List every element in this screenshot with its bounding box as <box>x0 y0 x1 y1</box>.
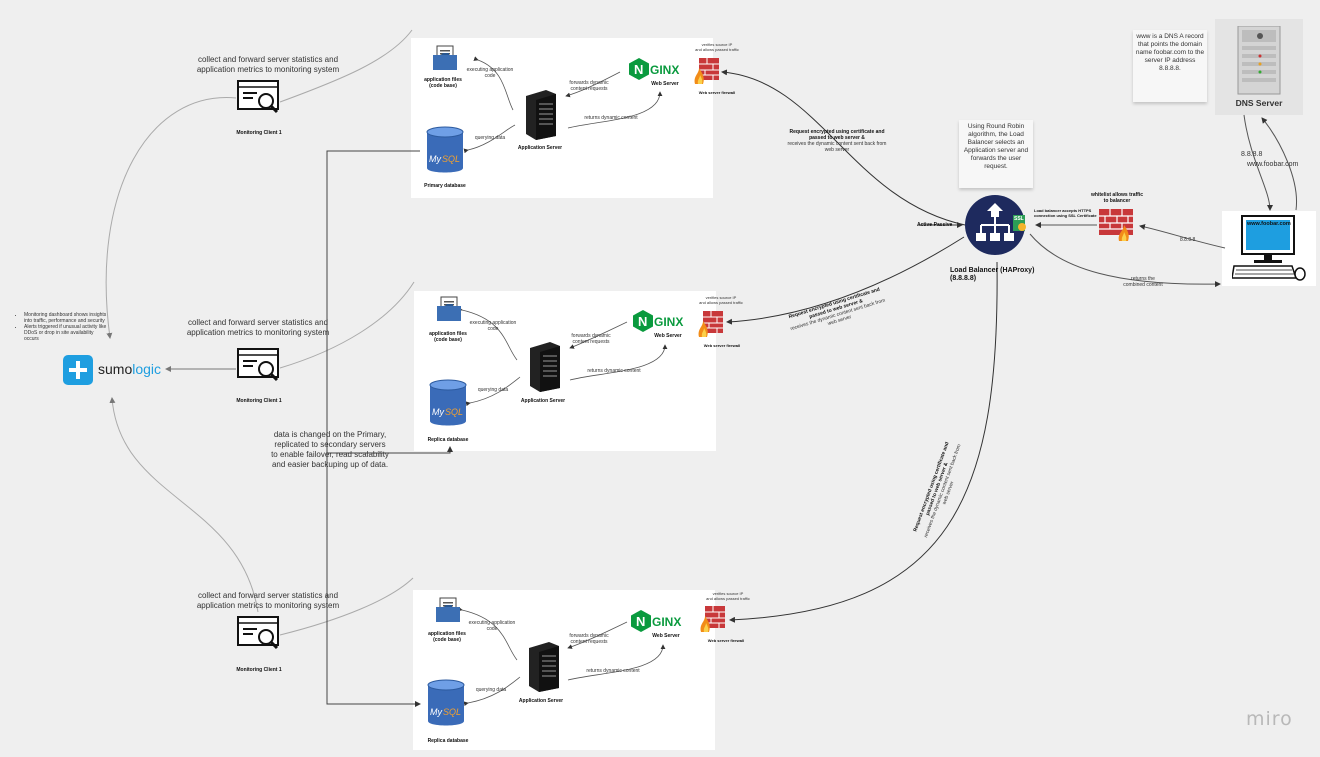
firewall-label: Web server firewall <box>707 638 745 643</box>
monitoring-client-label: Monitoring Client 1 <box>236 130 282 136</box>
server-block-2-panel <box>414 291 716 451</box>
dns-domain-label: www.foobar.com <box>1247 161 1299 168</box>
svg-text:My: My <box>430 707 442 717</box>
dns-note: www is a DNS A record that points the do… <box>1133 30 1207 102</box>
svg-text:N: N <box>634 62 643 77</box>
active-passive-label: Active-Passive <box>917 222 953 228</box>
returns-label: returns dynamic content <box>587 368 641 374</box>
application-files-icon <box>436 597 462 628</box>
nginx-logo-icon: N GINX <box>628 57 692 86</box>
firewall-icon <box>697 309 725 344</box>
collect-text-3: collect and forward server statistics an… <box>196 591 340 610</box>
load-balancer-icon <box>965 195 1027 262</box>
svg-text:GINX: GINX <box>650 63 679 77</box>
firewall-icon <box>699 604 727 639</box>
application-server-icon <box>526 340 562 397</box>
svg-text:My: My <box>432 407 444 417</box>
svg-text:SQL: SQL <box>442 154 460 164</box>
load-balancer-title: Load Balancer (HAProxy)(8.8.8.8) <box>950 267 1035 282</box>
app-server-label: Application Server <box>520 398 566 404</box>
monitoring-client-icon <box>237 79 281 134</box>
collect-text-1: collect and forward server statistics an… <box>196 55 340 74</box>
svg-text:N: N <box>636 614 645 629</box>
monitoring-client-label: Monitoring Client 1 <box>236 398 282 404</box>
svg-text:SQL: SQL <box>443 707 461 717</box>
web-server-label: Web Server <box>654 333 682 339</box>
application-files-icon <box>433 45 459 76</box>
monitoring-client-label: Monitoring Client 1 <box>236 667 282 673</box>
client-screen-text: www.foobar.com <box>1247 221 1291 227</box>
primary-db-label: Primary database <box>424 183 466 189</box>
sumologic-wordmark: sumologic <box>98 361 162 377</box>
svg-text:SQL: SQL <box>445 407 463 417</box>
app-server-label: Application Server <box>518 698 564 704</box>
round-robin-note: Using Round Robin algorithm, the Load Ba… <box>959 120 1033 188</box>
dns-ip-label: 8.8.8.8 <box>1241 151 1263 158</box>
dns-server-label: DNS Server <box>1235 98 1283 108</box>
sumologic-logo-icon <box>63 355 93 390</box>
firewall-label: Web server firewall <box>703 343 741 348</box>
app-files-label: application files(code base) <box>429 331 467 343</box>
querying-label: querying data <box>474 135 506 141</box>
ssl-badge: SSL <box>1014 216 1024 222</box>
miro-watermark: miro <box>1246 708 1293 730</box>
svg-text:GINX: GINX <box>654 315 683 329</box>
nginx-logo-icon: N GINX <box>632 309 696 338</box>
collect-text-2: collect and forward server statistics an… <box>186 318 330 337</box>
whitelist-firewall-icon <box>1097 207 1137 248</box>
svg-text:My: My <box>429 154 441 164</box>
app-server-label: Application Server <box>517 145 563 151</box>
svg-text:N: N <box>638 314 647 329</box>
returns-label: returns dynamic content <box>586 668 640 674</box>
web-server-label: Web Server <box>652 633 680 639</box>
application-server-icon <box>522 88 558 145</box>
server-block-1-panel <box>411 38 713 198</box>
querying-label: querying data <box>475 687 507 693</box>
nginx-logo-icon: N GINX <box>630 609 694 638</box>
sumologic-note: Monitoring dashboard shows insights into… <box>24 312 108 324</box>
desktop-computer-icon <box>1231 214 1306 289</box>
replica-db-label: Replica database <box>427 738 469 744</box>
returns-label: returns dynamic content <box>584 115 638 121</box>
app-files-label: application files(code base) <box>424 77 462 89</box>
app-files-label: application files(code base) <box>428 631 466 643</box>
application-files-icon <box>437 296 463 327</box>
firewall-label: Web server firewall <box>698 90 736 95</box>
svg-text:GINX: GINX <box>652 615 681 629</box>
sumologic-notes: Monitoring dashboard shows insights into… <box>16 312 108 342</box>
monitoring-client-icon <box>237 615 281 670</box>
replica-db-label: Replica database <box>427 437 469 443</box>
dns-server-icon <box>1236 25 1282 101</box>
firewall-icon <box>693 56 721 91</box>
ip-edge-label: 8.8.8.8 <box>1180 237 1196 243</box>
replication-note: data is changed on the Primary,replicate… <box>271 430 389 469</box>
web-server-label: Web Server <box>651 81 679 87</box>
querying-label: querying data <box>477 387 509 393</box>
sumologic-note: Alerts triggered if unusual activity lik… <box>24 324 108 342</box>
server-block-3-panel <box>413 590 715 750</box>
monitoring-client-icon <box>237 347 281 402</box>
application-server-icon <box>525 640 561 697</box>
